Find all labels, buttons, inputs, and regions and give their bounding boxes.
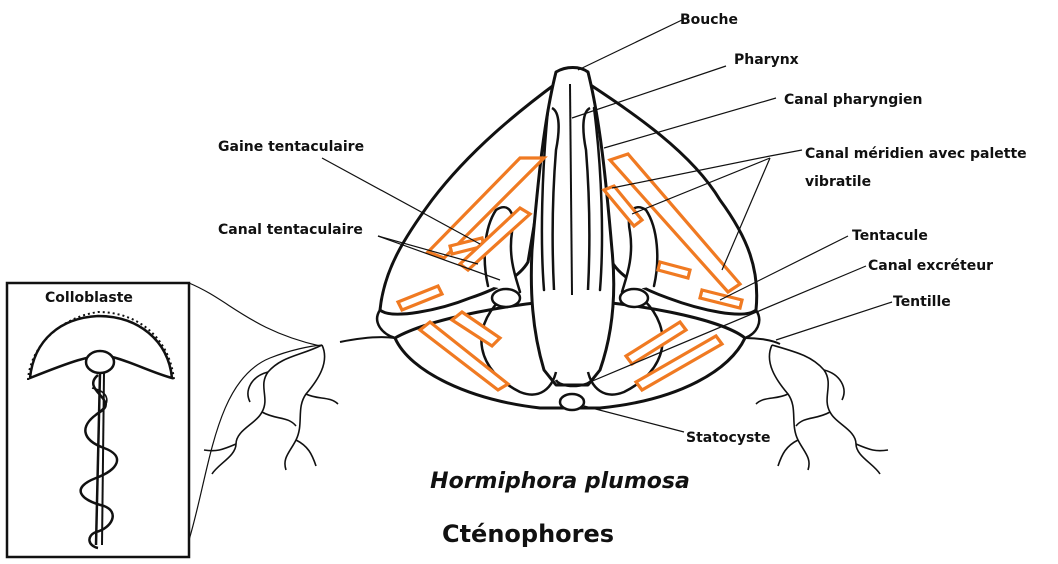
inset-connector-bottom	[189, 345, 322, 540]
inset-connector-top	[189, 283, 320, 346]
label-bouche: Bouche	[680, 12, 738, 28]
group-title: Cténophores	[442, 520, 614, 548]
label-canal-meridien-1: Canal méridien avec palette	[805, 146, 1027, 162]
label-canal-meridien-2: vibratile	[805, 174, 871, 190]
species-title: Hormiphora plumosa	[430, 469, 690, 494]
label-statocyste: Statocyste	[686, 430, 770, 446]
leader-bouche	[578, 20, 682, 70]
label-canal-tentaculaire: Canal tentaculaire	[218, 222, 363, 238]
tentilla-right	[756, 345, 888, 474]
label-tentille: Tentille	[893, 294, 951, 310]
colloblaste-inset: Colloblaste	[7, 283, 189, 557]
inset-title: Colloblaste	[45, 290, 133, 306]
tentacle-bulb-right	[620, 289, 648, 307]
label-gaine-tentaculaire: Gaine tentaculaire	[218, 139, 364, 155]
label-canal-pharyngien: Canal pharyngien	[784, 92, 923, 108]
label-canal-excreteur: Canal excréteur	[868, 258, 993, 274]
label-tentacule: Tentacule	[852, 228, 928, 244]
tentacle-bulb-left	[492, 289, 520, 307]
leader-tentille	[776, 302, 892, 340]
colloblast-nucleus	[86, 351, 114, 373]
label-pharynx: Pharynx	[734, 52, 799, 68]
leader-statocyste	[584, 406, 684, 432]
statocyst	[560, 394, 584, 410]
ctenophore-body	[340, 68, 780, 411]
